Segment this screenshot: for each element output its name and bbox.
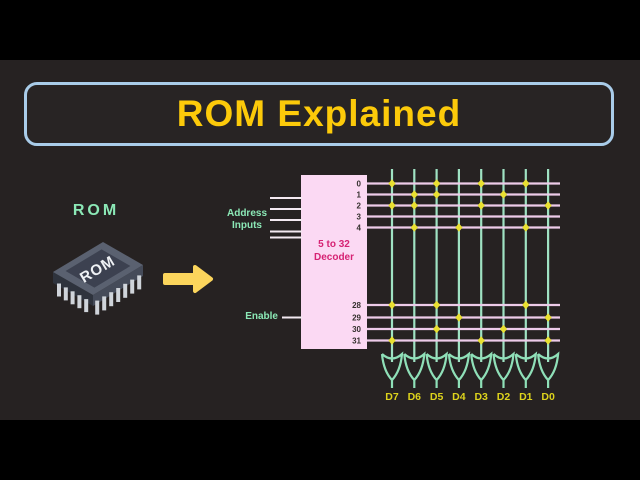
connection-dot xyxy=(544,313,552,322)
or-gate-4 xyxy=(470,351,493,382)
connection-dot xyxy=(388,179,396,188)
or-gate-2 xyxy=(425,351,448,382)
decoder-name: 5 to 32 Decoder xyxy=(301,238,367,264)
connection-dot xyxy=(477,336,485,345)
connection-dot xyxy=(388,300,396,310)
connection-dot xyxy=(433,300,441,310)
decoder-output-number-0: 0 xyxy=(357,179,362,188)
connection-dot xyxy=(410,190,418,199)
or-gate-3 xyxy=(447,351,471,382)
data-output-label-D7: D7 xyxy=(385,391,399,403)
or-gate-0 xyxy=(380,351,404,382)
rom-chip-illustration: ROM xyxy=(53,242,143,315)
data-output-label-D0: D0 xyxy=(541,391,555,403)
data-output-label-D1: D1 xyxy=(519,391,533,403)
decoder-output-number-1: 1 xyxy=(357,190,362,199)
or-gate-5 xyxy=(492,351,515,382)
connection-dot xyxy=(544,201,552,210)
letterbox-top xyxy=(0,0,640,60)
title-banner: ROM Explained xyxy=(24,82,614,146)
connection-dot xyxy=(433,324,441,334)
connection-dot xyxy=(410,201,418,210)
data-output-label-D5: D5 xyxy=(430,391,444,403)
decoder-name-line2: Decoder xyxy=(313,252,354,263)
chip-left-face xyxy=(53,272,93,306)
arrow-shape xyxy=(163,265,213,293)
decoder-output-number-30: 30 xyxy=(352,325,361,334)
decoder-name-line1: 5 to 32 xyxy=(318,239,350,250)
chip-right-face xyxy=(93,265,143,306)
connection-dot xyxy=(388,201,396,210)
connection-dot xyxy=(544,336,552,345)
connection-dot xyxy=(522,300,530,310)
decoder-box xyxy=(301,175,367,349)
connection-dot xyxy=(477,179,485,188)
connection-dot xyxy=(455,223,463,232)
data-output-label-D4: D4 xyxy=(452,391,466,403)
address-inputs-label-line2: Inputs xyxy=(232,220,262,231)
decoder-output-number-28: 28 xyxy=(352,301,361,310)
decoder-output-number-31: 31 xyxy=(352,336,361,345)
connection-dot xyxy=(522,223,530,232)
connection-dot xyxy=(410,223,418,232)
connection-dot xyxy=(433,179,441,188)
connection-dot xyxy=(499,324,508,334)
connection-dot xyxy=(455,313,463,322)
address-inputs-label: Address Inputs xyxy=(224,208,270,232)
connection-dot xyxy=(477,201,485,210)
decoder-output-number-29: 29 xyxy=(352,313,361,322)
connection-dot xyxy=(522,179,530,188)
enable-label: Enable xyxy=(245,311,278,322)
decoder-output-number-4: 4 xyxy=(357,223,362,232)
data-output-label-D6: D6 xyxy=(408,391,422,403)
slide-background: ROM Explained ROM ROM 5 to 32 Decoder Ad… xyxy=(0,60,640,420)
page-title: ROM Explained xyxy=(176,93,462,134)
chip-top-inner xyxy=(65,249,131,288)
decoder-output-number-2: 2 xyxy=(357,201,362,210)
data-output-label-D3: D3 xyxy=(474,391,488,403)
connection-dot xyxy=(433,190,441,199)
rom-heading: ROM xyxy=(72,202,120,219)
decoder-output-number-3: 3 xyxy=(357,212,362,221)
data-output-label-D2: D2 xyxy=(497,391,511,403)
arrow-icon xyxy=(163,265,213,293)
connection-dot xyxy=(388,336,396,345)
or-gate-6 xyxy=(514,351,538,382)
letterbox-bottom xyxy=(0,420,640,480)
or-gate-7 xyxy=(537,351,560,382)
address-inputs-label-line1: Address xyxy=(226,208,267,219)
connection-dot xyxy=(499,190,508,199)
chip-pins xyxy=(57,275,142,315)
or-gate-1 xyxy=(403,351,426,382)
